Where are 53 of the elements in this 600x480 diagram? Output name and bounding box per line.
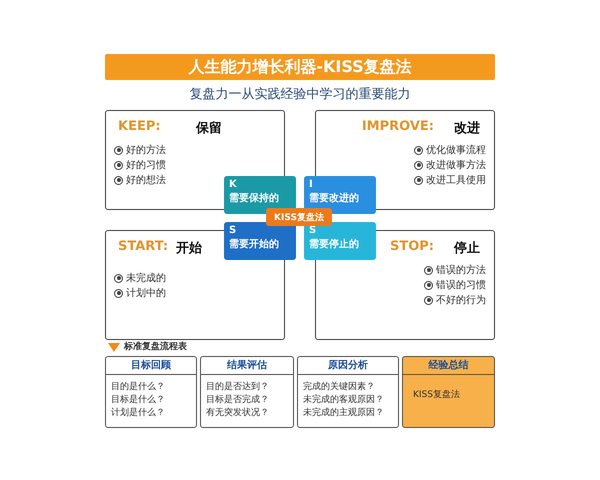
center-badge: KISS复盘法	[266, 208, 332, 226]
column-heading: 原因分析	[298, 357, 398, 375]
tile-text: 需要改进的	[309, 192, 360, 206]
cell-text: 目标是否完成？	[206, 394, 270, 407]
list-item: 好的想法	[126, 174, 166, 187]
list-item: 好的方法	[126, 144, 166, 157]
list-item: 计划中的	[126, 286, 166, 300]
list-item: 好的习惯	[126, 158, 166, 172]
cell-text: 未完成的客观原因？	[303, 394, 385, 407]
quadrant-heading: IMPROVE:	[362, 119, 434, 134]
letter-tile	[224, 222, 296, 260]
column-heading: 结果评估	[201, 357, 293, 375]
cell-text: 完成的关键因素？	[303, 381, 376, 394]
letter-tile	[304, 222, 376, 260]
list-item: 优化做事流程	[426, 144, 486, 157]
tile-text: S	[229, 224, 238, 238]
column-heading: 经验总结	[403, 357, 494, 375]
cell-text: 目标是什么？	[111, 394, 166, 407]
list-item: 改进工具使用	[426, 174, 486, 187]
title-banner: 人生能力增长利器-KISS复盘法	[105, 54, 495, 80]
tile-text: 需要停止的	[309, 238, 360, 252]
table-column	[297, 356, 399, 428]
cell-text: 计划是什么？	[111, 407, 166, 420]
section-heading: 标准复盘流程表	[124, 340, 188, 353]
quadrant-heading: 保留	[196, 120, 222, 137]
cell-text: KISS复盘法	[413, 389, 461, 402]
list-item: 错误的习惯	[436, 278, 486, 292]
quadrant-heading: 开始	[176, 240, 202, 257]
quadrant-heading: 停止	[454, 240, 480, 257]
quadrant-heading: KEEP:	[118, 119, 161, 134]
letter-tile	[304, 176, 376, 214]
cell-text: 有无突发状况？	[206, 407, 270, 420]
table-column	[200, 356, 294, 428]
quadrant-heading: 改进	[454, 120, 480, 137]
cell-text: 目的是什么？	[111, 381, 166, 394]
cell-text: 目的是否达到？	[206, 381, 270, 394]
column-heading: 目标回顾	[106, 357, 196, 375]
subtitle: 复盘力一从实践经验中学习的重要能力	[188, 86, 412, 103]
table-column	[402, 356, 495, 428]
tile-text: K	[229, 178, 238, 192]
list-item: 改进做事方法	[426, 158, 486, 172]
quadrant-heading: STOP:	[390, 239, 434, 254]
list-item: 不好的行为	[436, 294, 486, 307]
quadrant-box	[105, 110, 285, 210]
list-item: 未完成的	[126, 272, 166, 285]
tile-text: 需要开始的	[229, 238, 280, 252]
tile-text: I	[309, 178, 314, 192]
letter-tile	[224, 176, 296, 214]
list-item: 错误的方法	[436, 264, 486, 277]
quadrant-heading: START:	[118, 239, 168, 254]
cell-text: 未完成的主观原因？	[303, 407, 385, 420]
table-column	[105, 356, 197, 428]
tile-text: 需要保持的	[229, 192, 280, 206]
